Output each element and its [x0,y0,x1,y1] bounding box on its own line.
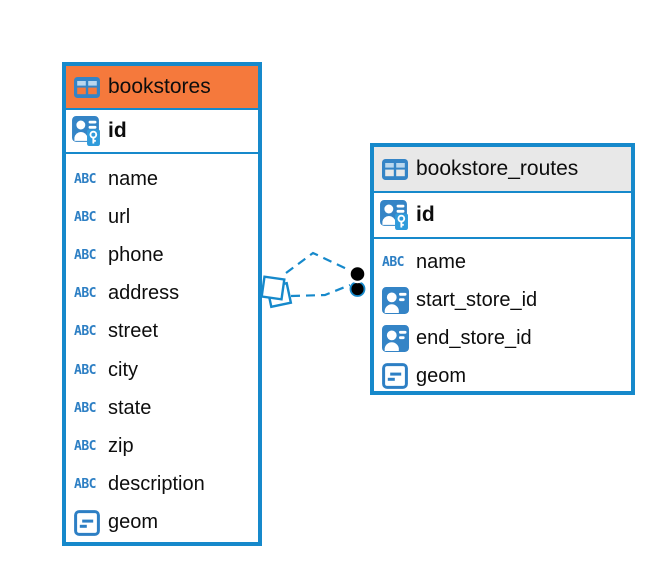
column-name: end_store_id [416,326,532,349]
column-row[interactable]: ABC state [66,389,258,427]
text-type-icon: ABC [74,477,96,493]
column-name: start_store_id [416,288,538,311]
column-row[interactable]: ABC name [374,243,631,281]
column-name: name [108,167,159,190]
column-row[interactable]: end_store_id [374,319,631,357]
entity-title: bookstores [108,75,211,98]
column-name: url [108,205,131,228]
column-row[interactable]: ABC url [66,198,258,236]
column-row[interactable]: geom [374,357,631,395]
entity-bookstores-header[interactable]: bookstores [66,66,258,108]
text-type-icon: ABC [74,324,96,340]
foreign-key-icon [382,325,409,352]
text-type-icon-cell: ABC [74,287,108,300]
text-type-icon: ABC [74,400,96,416]
column-row[interactable]: ABC city [66,351,258,389]
divider [66,152,258,154]
text-type-icon: ABC [382,254,404,270]
column-list: ABC name ABC url ABC phone ABC address A… [66,154,258,542]
geometry-type-icon [382,363,408,389]
text-type-icon: ABC [74,438,96,454]
relationship-line[interactable] [285,251,350,274]
column-row[interactable]: ABC street [66,313,258,351]
table-icon [382,159,408,180]
relationship-target-marker[interactable] [348,264,367,297]
entity-title: bookstore_routes [416,157,579,180]
text-type-icon-cell: ABC [74,325,108,338]
geometry-type-icon-cell [382,363,416,389]
primary-key-row[interactable]: id [374,193,631,237]
column-name: city [108,358,138,381]
primary-key-row[interactable]: id [66,110,258,152]
column-row[interactable]: ABC name [66,160,258,198]
text-type-icon: ABC [74,286,96,302]
relationship-source-marker[interactable] [260,275,293,309]
column-row[interactable]: ABC description [66,466,258,504]
text-type-icon: ABC [74,171,96,187]
column-list: ABC name start_store_id end_store_id geo… [374,239,631,391]
table-icon [74,77,100,98]
text-type-icon-cell: ABC [74,364,108,377]
column-name: address [108,282,180,305]
text-type-icon-cell: ABC [74,211,108,224]
entity-bookstore-routes[interactable]: bookstore_routes id ABC name start_store… [370,143,635,395]
fk-type-icon-cell [382,287,416,314]
column-row[interactable]: ABC zip [66,427,258,465]
column-row[interactable]: ABC address [66,275,258,313]
text-type-icon-cell: ABC [74,173,108,186]
text-type-icon: ABC [74,209,96,225]
entity-bookstore-routes-header[interactable]: bookstore_routes [374,147,631,191]
divider [66,108,258,110]
divider [374,237,631,239]
text-type-icon: ABC [74,247,96,263]
divider [374,191,631,193]
primary-key-icon [380,200,408,230]
column-name: description [108,473,205,496]
entity-bookstores[interactable]: bookstores id ABC name ABC url ABC phone… [62,62,262,546]
foreign-key-icon [382,287,409,314]
column-row[interactable]: start_store_id [374,281,631,319]
text-type-icon-cell: ABC [382,256,416,269]
fk-type-icon-cell [382,325,416,352]
text-type-icon: ABC [74,362,96,378]
column-row[interactable]: ABC phone [66,236,258,274]
text-type-icon-cell: ABC [74,478,108,491]
column-row[interactable]: geom [66,504,258,542]
relationship-line[interactable] [290,283,351,298]
text-type-icon-cell: ABC [74,402,108,415]
primary-key-icon [72,116,100,146]
primary-key-name: id [108,119,127,142]
column-name: geom [416,364,467,387]
primary-key-name: id [416,203,435,226]
text-type-icon-cell: ABC [74,440,108,453]
geometry-type-icon-cell [74,510,108,536]
column-name: geom [108,511,159,534]
column-name: name [416,250,467,273]
column-name: street [108,320,159,343]
column-name: phone [108,243,164,266]
column-name: zip [108,434,134,457]
column-name: state [108,396,152,419]
text-type-icon-cell: ABC [74,249,108,262]
geometry-type-icon [74,510,100,536]
